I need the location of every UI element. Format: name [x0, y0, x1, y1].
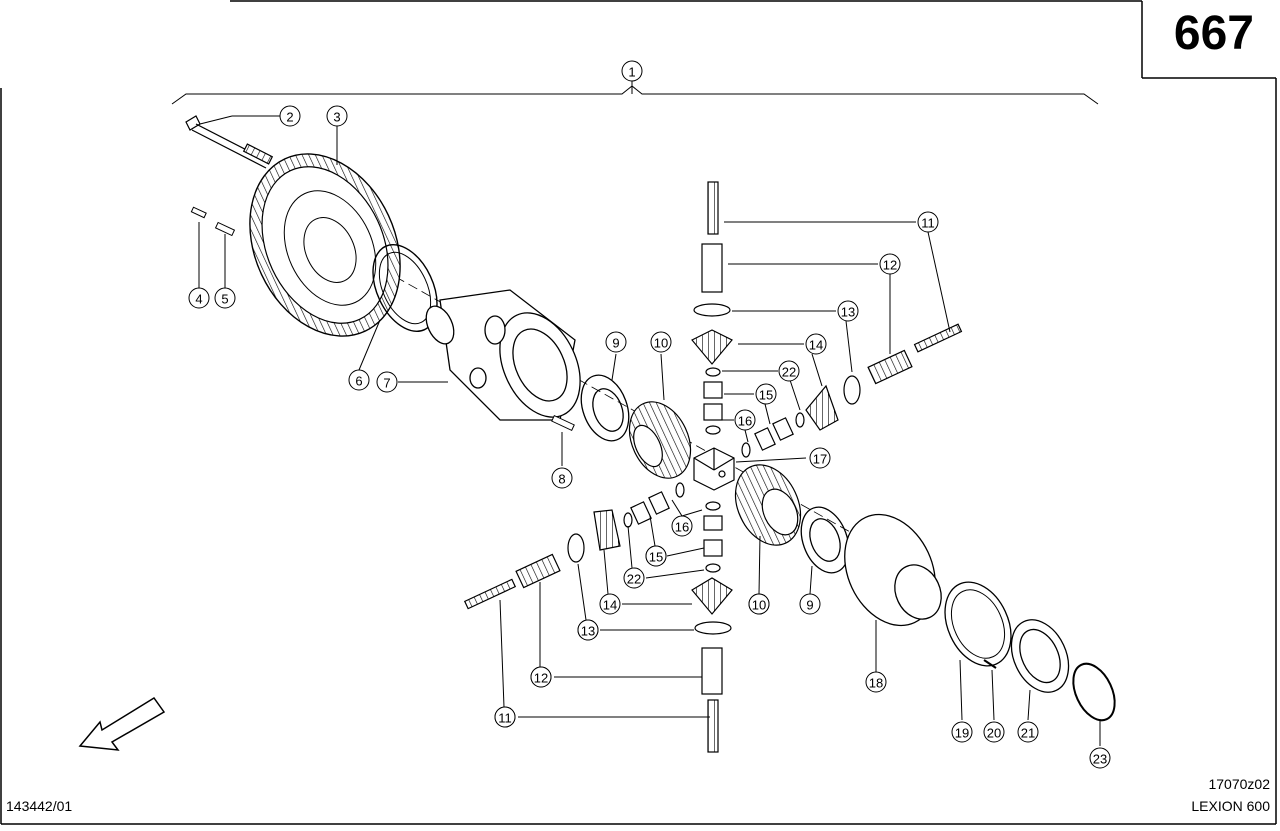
callout-18: 18: [865, 671, 887, 693]
leader-lines: [198, 81, 1101, 746]
spider-cross-part: [693, 447, 735, 491]
callout-number: 4: [195, 292, 202, 307]
callout-10: 10: [650, 331, 672, 353]
callout-number: 16: [738, 414, 752, 429]
callout-number: 17: [813, 452, 827, 467]
callout-number: 15: [759, 388, 773, 403]
screw-part: [983, 659, 997, 669]
callout-number: 2: [286, 110, 293, 125]
callout-14: 14: [805, 333, 827, 355]
callout-22: 22: [623, 567, 645, 589]
callout-11: 11: [494, 706, 516, 728]
callout-number: 18: [869, 676, 883, 691]
callout-number: 5: [221, 292, 228, 307]
callout-number: 14: [603, 598, 617, 613]
side-gear-part: [734, 464, 802, 546]
callout-20: 20: [983, 721, 1005, 743]
callout-number: 19: [955, 726, 969, 741]
callout-layer: 1234567891011121314151617221415162215109…: [188, 60, 1111, 769]
callout-number: 6: [355, 374, 362, 389]
callout-number: 13: [841, 305, 855, 320]
callout-number: 12: [534, 671, 548, 686]
callout-14: 14: [599, 593, 621, 615]
callout-8: 8: [551, 467, 573, 489]
callout-23: 23: [1089, 747, 1111, 769]
callout-10: 10: [748, 593, 770, 615]
callout-13: 13: [577, 619, 599, 641]
shim-part: [944, 581, 1012, 667]
thrust-washer-part: [580, 374, 630, 442]
arrow-down-left-icon: [78, 696, 166, 751]
ring-gear-part: [249, 153, 401, 337]
callout-12: 12: [879, 253, 901, 275]
callout-9: 9: [605, 331, 627, 353]
pin-part: [190, 206, 207, 219]
callout-2: 2: [279, 105, 301, 127]
callout-number: 20: [987, 726, 1001, 741]
callout-13: 13: [837, 300, 859, 322]
callout-12: 12: [530, 666, 552, 688]
callout-5: 5: [214, 287, 236, 309]
callout-7: 7: [376, 371, 398, 393]
model-name: LEXION 600: [1191, 798, 1270, 814]
callout-9: 9: [799, 593, 821, 615]
shim-part: [372, 243, 438, 333]
shim-part-inner: [378, 251, 432, 325]
callout-19: 19: [951, 721, 973, 743]
upper-pinion-stack: [691, 181, 733, 435]
callout-16: 16: [671, 515, 693, 537]
lower-pinion-stack: [691, 501, 733, 753]
document-number: 143442/01: [6, 798, 73, 814]
callout-number: 9: [612, 336, 619, 351]
pin-part: [214, 221, 236, 237]
differential-housing-part: [425, 289, 581, 421]
center-axis-line: [329, 239, 901, 561]
callout-number: 9: [806, 598, 813, 613]
callout-number: 22: [782, 365, 796, 380]
circlip-part: [1072, 662, 1116, 722]
callout-22: 22: [778, 360, 800, 382]
side-gear-part: [628, 401, 692, 479]
callout-number: 11: [921, 216, 935, 231]
callout-1: 1: [621, 60, 643, 82]
housing-cover-part: [844, 513, 942, 627]
callout-number: 23: [1093, 752, 1107, 767]
callout-number: 11: [498, 711, 512, 726]
bolt-part: [185, 115, 274, 169]
bearing-part: [1010, 619, 1070, 693]
callout-15: 15: [755, 383, 777, 405]
pin-part: [551, 414, 575, 432]
callout-21: 21: [1017, 721, 1039, 743]
callout-6: 6: [348, 369, 370, 391]
callout-number: 10: [654, 336, 668, 351]
callout-3: 3: [326, 105, 348, 127]
callout-number: 16: [675, 520, 689, 535]
page-number: 667: [1173, 7, 1254, 60]
callout-number: 14: [809, 338, 823, 353]
callout-number: 1: [628, 65, 635, 80]
callout-number: 8: [558, 472, 565, 487]
shim-part-inner: [950, 589, 1006, 659]
callout-number: 12: [883, 258, 897, 273]
callout-number: 15: [649, 550, 663, 565]
callout-number: 3: [333, 110, 340, 125]
callout-4: 4: [188, 287, 210, 309]
callout-17: 17: [809, 447, 831, 469]
assembly-bracket: [171, 85, 1099, 105]
callout-number: 10: [752, 598, 766, 613]
callout-number: 22: [627, 572, 641, 587]
callout-15: 15: [645, 545, 667, 567]
callout-number: 21: [1021, 726, 1035, 741]
callout-16: 16: [734, 409, 756, 431]
drawing-code: 17070z02: [1208, 776, 1270, 792]
callout-11: 11: [917, 211, 939, 233]
callout-number: 13: [581, 624, 595, 639]
thrust-washer-part: [800, 506, 850, 574]
callout-number: 7: [383, 376, 390, 391]
left-pinion-stack: [463, 482, 685, 610]
